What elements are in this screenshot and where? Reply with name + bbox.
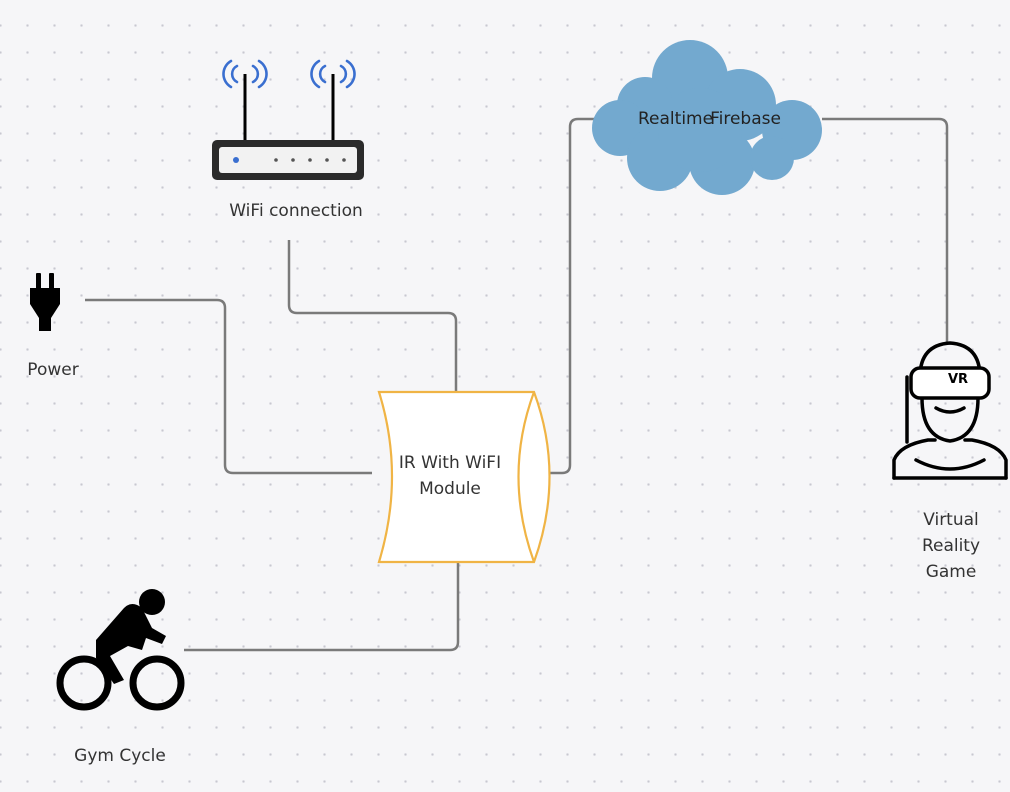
power-label: Power bbox=[27, 360, 79, 380]
router-icon bbox=[212, 59, 364, 180]
connectors bbox=[85, 117, 949, 652]
firebase-label-part1: Realtime bbox=[638, 109, 714, 129]
edge-module-firebase bbox=[550, 117, 600, 475]
module-label: IR With WiFI Module bbox=[380, 450, 520, 502]
module-label-line2: Module bbox=[419, 479, 481, 499]
edge-gym-module bbox=[184, 560, 460, 652]
module-shape bbox=[377, 390, 551, 564]
plug-icon bbox=[30, 273, 60, 331]
edge-firebase-vr bbox=[822, 117, 949, 345]
firebase-label: RealtimeFirebase bbox=[638, 106, 788, 132]
gym-cycle-label: Gym Cycle bbox=[74, 746, 166, 766]
vr-label-line2: Reality bbox=[921, 536, 981, 556]
cyclist-icon bbox=[56, 589, 185, 711]
vr-label-line3: Game bbox=[925, 562, 977, 582]
vr-user-icon bbox=[892, 341, 1008, 480]
module-label-line1: IR With WiFI bbox=[398, 453, 502, 473]
edge-wifi-module bbox=[287, 240, 458, 392]
wifi-signal-icon bbox=[222, 59, 356, 89]
vr-game-label: Virtual Reality Game bbox=[905, 507, 997, 585]
cloud-shape bbox=[592, 40, 822, 195]
edge-power-module bbox=[85, 298, 372, 475]
wifi-connection-label: WiFi connection bbox=[229, 201, 363, 221]
vr-label-line1: Virtual bbox=[923, 510, 979, 530]
vr-badge: VR bbox=[948, 372, 969, 387]
firebase-label-part2: Firebase bbox=[710, 109, 781, 129]
